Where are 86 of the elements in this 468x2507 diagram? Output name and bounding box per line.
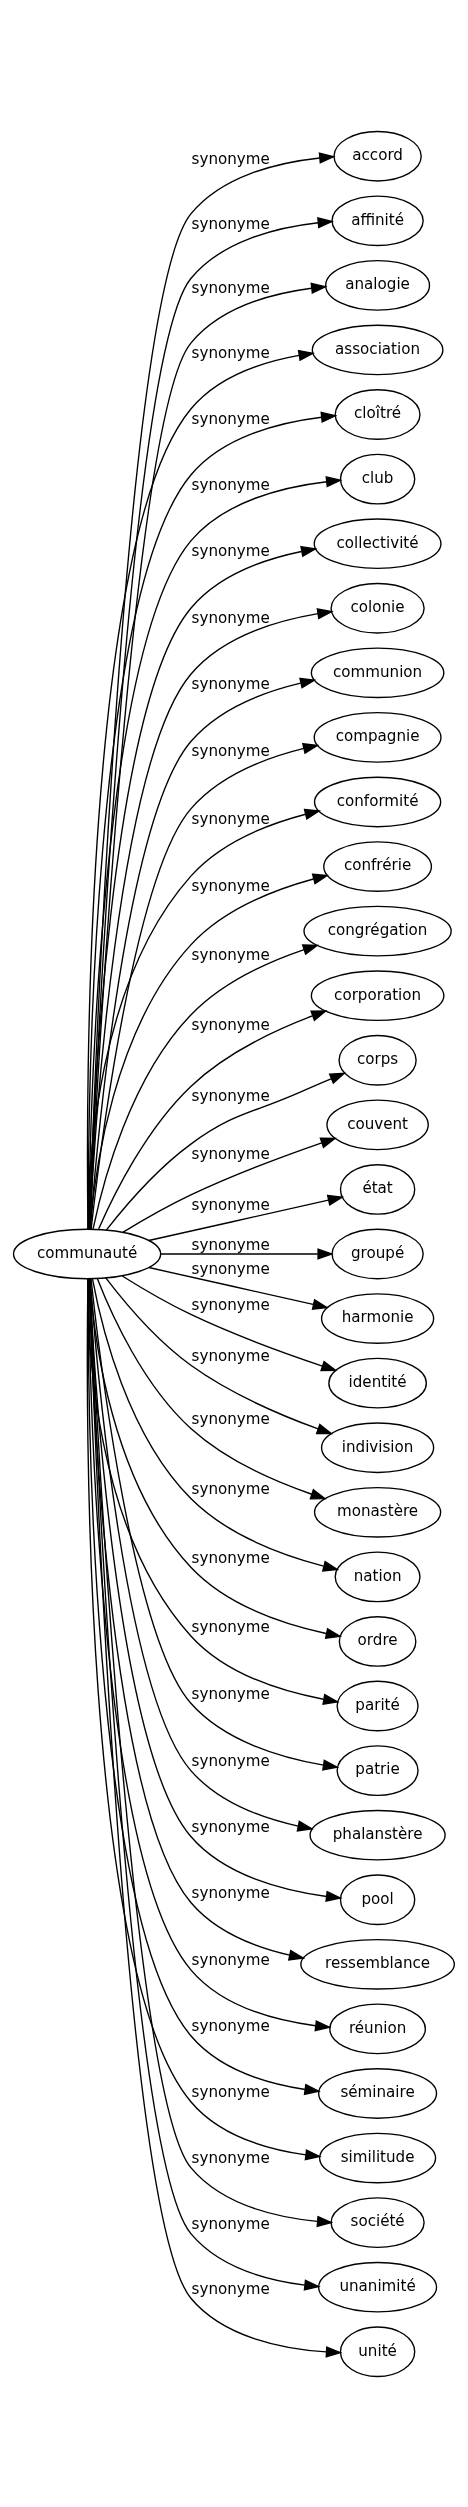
edge-label: synonyme <box>191 2016 270 2035</box>
node-ellipse: patrie <box>336 1744 419 1796</box>
node-ellipse: groupé <box>331 1228 424 1279</box>
arrow <box>122 1137 337 1233</box>
node-ellipse: accord <box>333 130 422 182</box>
edge-label: synonyme <box>191 945 270 964</box>
edge-label: synonyme <box>191 2214 270 2233</box>
edge-label: synonyme <box>191 1684 270 1703</box>
edge-label: synonyme <box>191 1195 270 1214</box>
node-ellipse: indivision <box>320 1421 435 1473</box>
node-ellipse: confrérie <box>323 840 433 892</box>
arrow <box>88 1277 343 1902</box>
arrow <box>121 1274 338 1371</box>
edge-label: synonyme <box>191 2082 270 2101</box>
edge-label: synonyme <box>191 1295 270 1314</box>
node-ellipse: collectivité <box>313 517 442 569</box>
edge-label: synonyme <box>191 741 270 760</box>
edge-label: synonyme <box>191 608 270 627</box>
edge-label: synonyme <box>191 1617 270 1636</box>
edge-label: synonyme <box>191 409 270 428</box>
edge-label: synonyme <box>191 149 270 168</box>
node-ellipse: nation <box>334 1550 421 1602</box>
node-ellipse: ordre <box>338 1615 417 1667</box>
node-ellipse: corps <box>338 1034 417 1086</box>
arrow <box>148 1194 345 1241</box>
edge-label: synonyme <box>191 1950 270 1969</box>
edge-label: synonyme <box>191 1235 270 1254</box>
node-ellipse: harmonie <box>320 1292 435 1344</box>
edge-label: synonyme <box>191 343 270 362</box>
edge-label: synonyme <box>191 674 270 693</box>
node-ellipse: association <box>311 324 444 375</box>
edge-label: synonyme <box>191 1883 270 1902</box>
node-ellipse: club <box>339 453 416 504</box>
edge-label: synonyme <box>191 1409 270 1428</box>
edge-label: synonyme <box>191 1086 270 1105</box>
arrow <box>92 943 320 1230</box>
node-ellipse: identité <box>328 1357 427 1409</box>
node-ellipse: similitude <box>318 2132 437 2183</box>
arrow <box>148 1266 329 1310</box>
arrow <box>89 1277 314 1832</box>
edge-label: synonyme <box>191 876 270 895</box>
node-ellipse: phalanstère <box>309 1809 446 1861</box>
node-ellipse: couvent <box>326 1098 429 1150</box>
node-ellipse: cloîtré <box>334 388 421 440</box>
edge-label: synonyme <box>191 1015 270 1034</box>
edge-label: synonyme <box>191 1479 270 1498</box>
edge-label: synonyme <box>191 1144 270 1163</box>
edge-label: synonyme <box>191 541 270 560</box>
arrow <box>87 808 322 1230</box>
node-ellipse: séminaire <box>318 2067 438 2119</box>
arrow <box>89 1277 343 1639</box>
edge-label: synonyme <box>191 1548 270 1567</box>
node-ellipse: affinité <box>331 194 424 246</box>
edge-label: synonyme <box>191 1751 270 1770</box>
node-ellipse: parité <box>336 1680 419 1731</box>
node-ellipse: analogie <box>325 259 431 311</box>
edge-label: synonyme <box>191 2279 270 2298</box>
arrow <box>105 1072 347 1231</box>
node-ellipse: communauté <box>12 1228 162 1279</box>
arrow <box>89 873 330 1230</box>
edge-label: synonyme <box>191 809 270 828</box>
node-ellipse: compagnie <box>313 711 442 763</box>
arrow <box>105 1276 334 1434</box>
node-ellipse: société <box>330 2196 425 2248</box>
node-ellipse: colonie <box>330 582 425 634</box>
node-ellipse: ressemblance <box>300 1938 455 1990</box>
node-ellipse: monastère <box>313 1486 442 1538</box>
edge-label: synonyme <box>191 1346 270 1365</box>
arrow <box>91 1277 340 1572</box>
node-ellipse: unité <box>339 2325 416 2377</box>
node-ellipse: communion <box>310 646 445 698</box>
node-ellipse: unanimité <box>318 2261 438 2313</box>
node-ellipse: état <box>339 1163 416 1215</box>
arrow <box>96 1277 327 1500</box>
arrow <box>97 1009 328 1230</box>
edge-label: synonyme <box>191 475 270 494</box>
edge-label: synonyme <box>191 278 270 297</box>
arrow <box>160 1247 334 1260</box>
edge-label: synonyme <box>191 1259 270 1278</box>
arrow <box>88 1277 306 1961</box>
node-ellipse: conformité <box>313 776 442 827</box>
node-ellipse: pool <box>339 1873 416 1925</box>
edge-label: synonyme <box>191 2148 270 2167</box>
edge-label: synonyme <box>191 1817 270 1836</box>
node-ellipse: réunion <box>329 2003 427 2054</box>
edge-label: synonyme <box>191 214 270 233</box>
